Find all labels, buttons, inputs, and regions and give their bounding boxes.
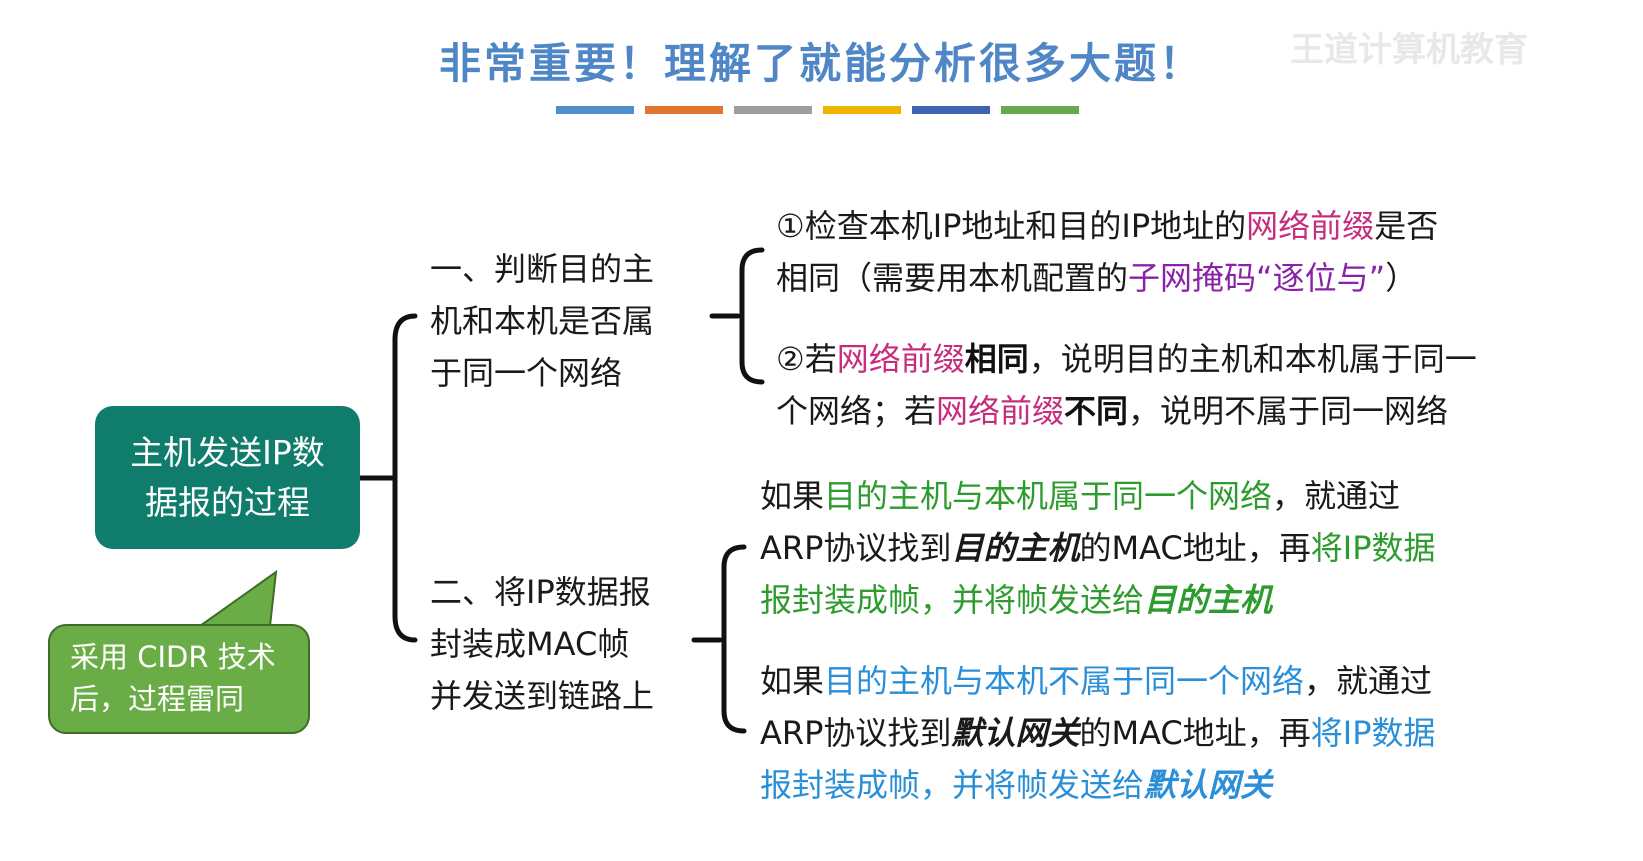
leaf-4-line-2: ARP协议找到默认网关的MAC地址，再将IP数据 <box>760 714 1436 752</box>
leaf-3-same-network: 如果目的主机与本机属于同一个网络，就通过 ARP协议找到目的主机的MAC地址，再… <box>760 470 1436 626</box>
leaf-4-line-1: 如果目的主机与本机不属于同一个网络，就通过 <box>760 662 1433 700</box>
branch-2-node: 二、将IP数据报 封装成MAC帧 并发送到链路上 <box>430 566 692 722</box>
slide-title: 非常重要！理解了就能分析很多大题！ <box>438 39 1204 88</box>
leaf-1-check-prefix: ①检查本机IP地址和目的IP地址的网络前缀是否 相同（需要用本机配置的子网掩码“… <box>776 200 1438 304</box>
watermark-logo: 王道计算机教育 <box>1290 30 1528 70</box>
branch-2-line-2: 封装成MAC帧 <box>430 625 630 663</box>
main-brace <box>392 313 418 643</box>
leaf-3-line-3: 报封装成帧，并将帧发送给目的主机 <box>760 581 1273 619</box>
color-bar-4 <box>823 106 901 114</box>
leaf-2-compare-result: ②若网络前缀相同，说明目的主机和本机属于同一 个网络；若网络前缀不同，说明不属于… <box>776 333 1477 437</box>
branch1-brace <box>739 247 765 385</box>
color-bar-2 <box>645 106 723 114</box>
callout-line-1: 采用 CIDR 技术 <box>70 640 276 674</box>
leaf-4-different-network: 如果目的主机与本机不属于同一个网络，就通过 ARP协议找到默认网关的MAC地址，… <box>760 655 1436 811</box>
leaf-3-line-2: ARP协议找到目的主机的MAC地址，再将IP数据 <box>760 529 1436 567</box>
branch2-brace <box>721 544 747 734</box>
color-bar-1 <box>556 106 634 114</box>
leaf-2-line-1: ②若网络前缀相同，说明目的主机和本机属于同一 <box>776 340 1477 378</box>
leaf-1-line-1: ①检查本机IP地址和目的IP地址的网络前缀是否 <box>776 207 1439 245</box>
leaf-4-line-3: 报封装成帧，并将帧发送给默认网关 <box>760 766 1273 804</box>
callout-note: 采用 CIDR 技术 后，过程雷同 <box>48 624 310 734</box>
branch-1-line-3: 于同一个网络 <box>430 354 623 392</box>
root-line-2: 据报的过程 <box>144 482 310 522</box>
branch-1-node: 一、判断目的主 机和本机是否属 于同一个网络 <box>430 243 692 399</box>
color-bar-6 <box>1001 106 1079 114</box>
root-node: 主机发送IP数 据报的过程 <box>95 406 360 549</box>
leaf-2-line-2: 个网络；若网络前缀不同，说明不属于同一网络 <box>776 392 1449 430</box>
branch-2-line-3: 并发送到链路上 <box>430 677 655 715</box>
branch-1-line-2: 机和本机是否属 <box>430 302 655 340</box>
callout-line-2: 后，过程雷同 <box>70 682 245 716</box>
branch-1-line-1: 一、判断目的主 <box>430 250 655 288</box>
leaf-1-line-2: 相同（需要用本机配置的子网掩码“逐位与”） <box>776 259 1418 297</box>
leaf-3-line-1: 如果目的主机与本机属于同一个网络，就通过 <box>760 477 1401 515</box>
color-bar-3 <box>734 106 812 114</box>
branch-2-line-1: 二、将IP数据报 <box>430 573 651 611</box>
root-line-1: 主机发送IP数 <box>130 432 325 472</box>
color-bar-5 <box>912 106 990 114</box>
